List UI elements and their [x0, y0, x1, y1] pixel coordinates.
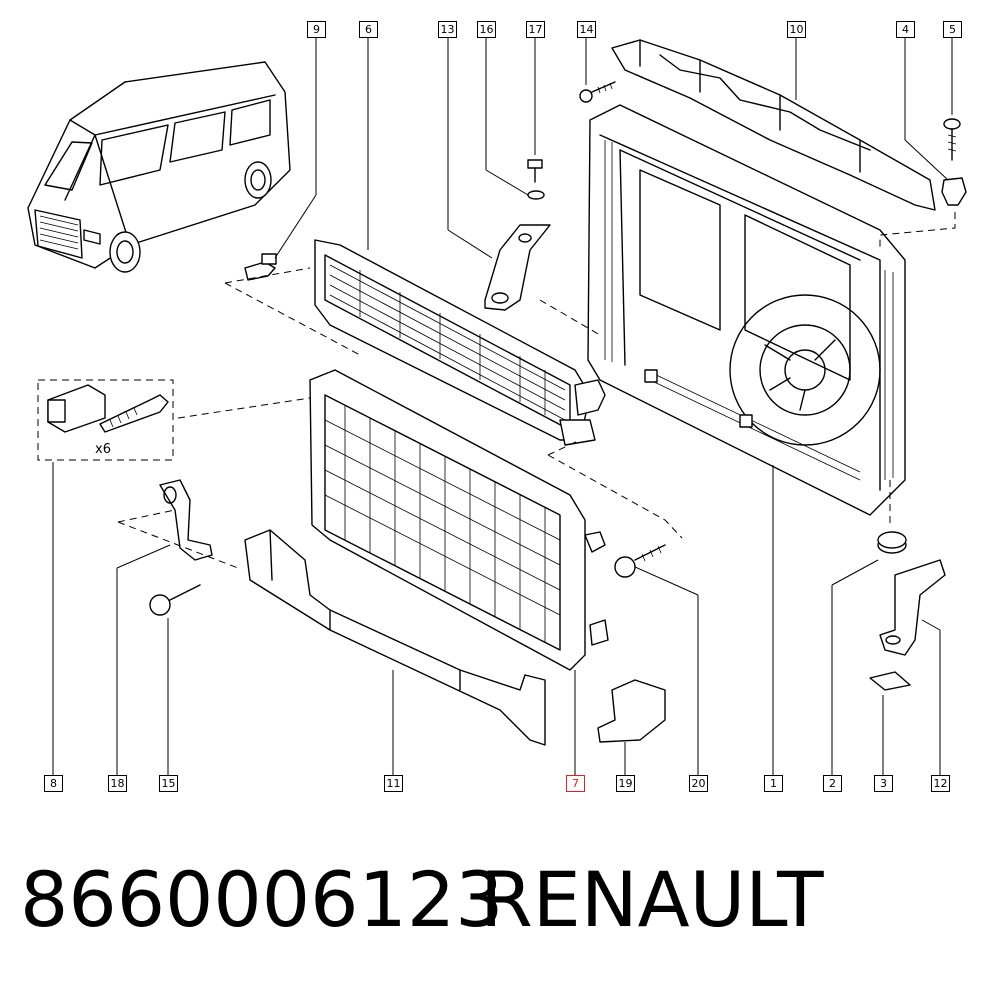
leader-lines: [52, 36, 953, 775]
callout-13: 13: [438, 21, 457, 38]
bolt-part-5: [943, 118, 961, 161]
callout-12: 12: [931, 775, 950, 792]
callout-6: 6: [359, 21, 378, 38]
callout-8: 8: [44, 775, 63, 792]
callout-2: 2: [823, 775, 842, 792]
sensor-part-9: [244, 253, 277, 281]
callout-4: 4: [896, 21, 915, 38]
bracket-part-19: [597, 679, 666, 743]
callout-14: 14: [577, 21, 596, 38]
bracket-part-12: [879, 559, 946, 656]
callout-3: 3: [874, 775, 893, 792]
bracket-part-13: [484, 224, 551, 311]
van-illustration: [27, 61, 291, 273]
callout-5: 5: [943, 21, 962, 38]
callout-10: 10: [787, 21, 806, 38]
clip-part-4: [941, 177, 967, 206]
callout-7-highlighted: 7: [566, 775, 585, 792]
screw-part-14: [579, 81, 616, 103]
callout-19: 19: [616, 775, 635, 792]
parts-diagram: [27, 36, 967, 775]
callout-11: 11: [384, 775, 403, 792]
upper-deflector: [611, 39, 936, 211]
fan-shroud-frame: [587, 104, 906, 516]
bolt-part-15: [149, 584, 201, 616]
callout-9: 9: [307, 21, 326, 38]
brand-name: RENAULT: [480, 855, 824, 944]
screw-part-20: [614, 544, 666, 578]
part-number: 8660006123: [20, 855, 504, 944]
callout-15: 15: [159, 775, 178, 792]
bolt-part-17: [527, 159, 545, 200]
mount-kit-part-8: [37, 379, 174, 461]
callout-17: 17: [526, 21, 545, 38]
grommet-part-2: [877, 531, 907, 554]
radiator: [309, 369, 609, 671]
callout-18: 18: [108, 775, 127, 792]
quantity-label: x6: [95, 442, 111, 457]
callout-20: 20: [689, 775, 708, 792]
clip-part-3: [869, 671, 911, 691]
callout-16: 16: [477, 21, 496, 38]
bracket-part-18: [159, 479, 213, 561]
callout-1: 1: [764, 775, 783, 792]
lower-deflector: [244, 529, 546, 746]
assembly-dashed-lines: [117, 212, 956, 569]
intercooler: [314, 239, 606, 446]
